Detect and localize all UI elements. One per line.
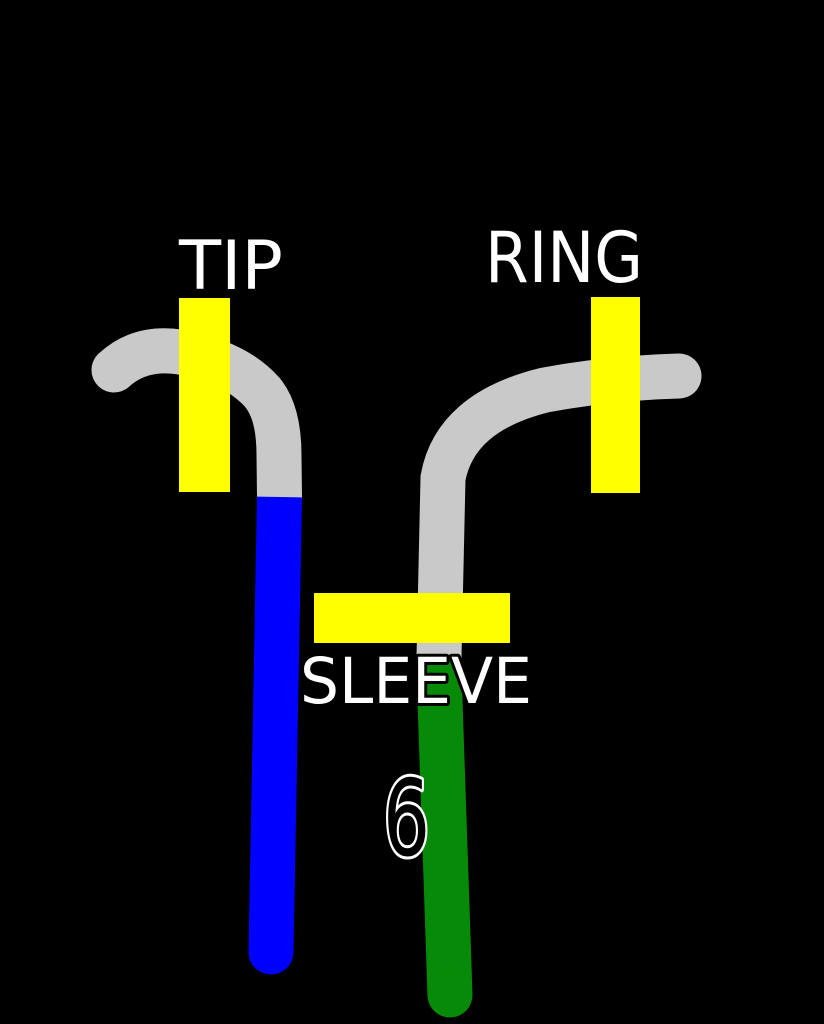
sleeve-contact-marker — [314, 593, 510, 643]
sleeve-wire-green-segment — [416, 656, 473, 996]
ring-label: RING — [485, 217, 643, 299]
tip-wire-blue-segment — [248, 496, 302, 953]
tip-wire-blue-end-cap — [248, 929, 294, 975]
tip-label: TIP — [178, 227, 283, 306]
sleeve-label: SLEEVE — [300, 645, 532, 718]
ring-contact-marker — [591, 297, 640, 493]
tip-contact-marker — [179, 298, 230, 492]
sleeve-wire-green-end-cap — [427, 972, 473, 1018]
tip-wire-gray-curve — [91, 328, 302, 520]
pole-number-label: 6 — [383, 758, 430, 880]
